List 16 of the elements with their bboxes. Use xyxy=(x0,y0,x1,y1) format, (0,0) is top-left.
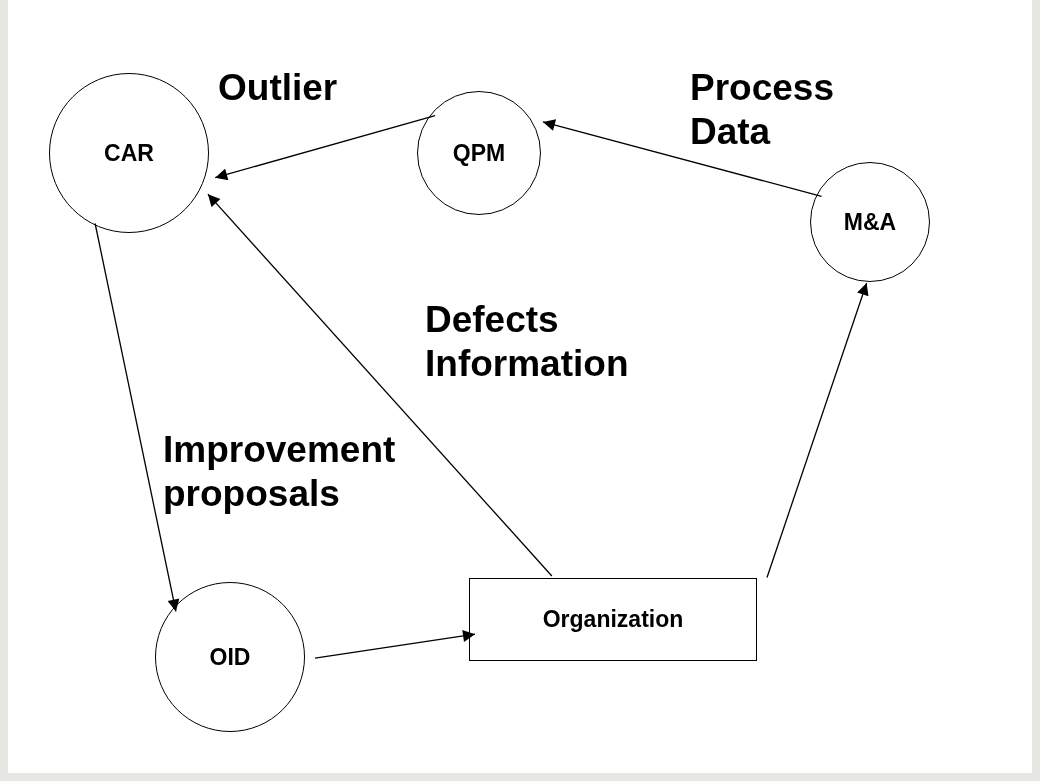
node-label: Organization xyxy=(542,606,684,633)
arrow xyxy=(94,222,180,613)
node-label: OID xyxy=(209,643,251,671)
node-label: M&A xyxy=(843,208,897,236)
edge-label: Improvement proposals xyxy=(163,428,397,516)
node-label: QPM xyxy=(452,139,506,167)
node-label: CAR xyxy=(104,139,154,167)
edge-label: Process Data xyxy=(690,66,835,154)
arrow xyxy=(207,193,553,577)
arrow xyxy=(766,282,869,579)
arrow xyxy=(314,630,476,659)
edge-label: Outlier xyxy=(218,66,338,110)
process-box xyxy=(469,578,757,661)
arrow xyxy=(542,119,823,197)
arrow xyxy=(214,114,436,181)
edge-label: Defects Information xyxy=(425,298,630,386)
